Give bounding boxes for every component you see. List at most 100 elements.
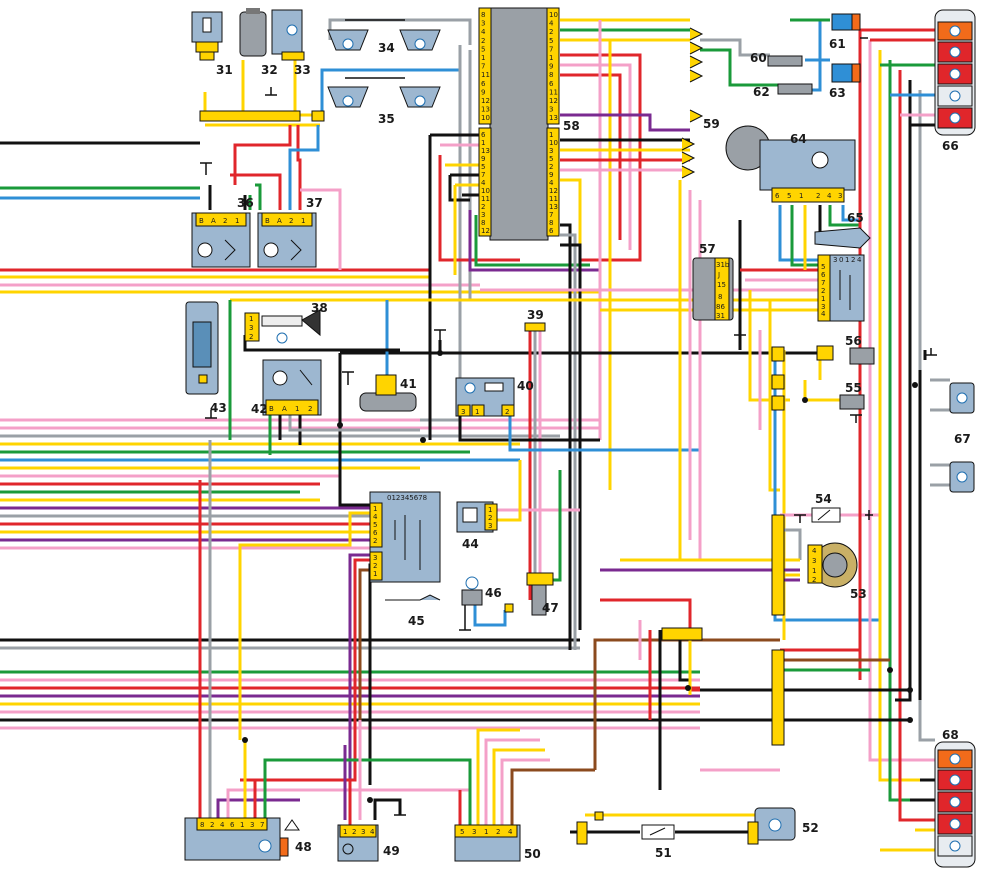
svg-text:3: 3: [361, 828, 365, 836]
block58-pin-label: 1: [481, 139, 485, 147]
label-50: 50: [524, 847, 541, 861]
label-65: 65: [847, 211, 864, 225]
component-45-switch-block: 012345678 1 4 5 6 2 3 2 1 45: [369, 491, 441, 628]
svg-text:7: 7: [821, 279, 825, 287]
block58-pin-label: 6: [549, 227, 554, 235]
label-66: 66: [942, 139, 959, 153]
component-68-rear-light: 68: [934, 728, 976, 868]
svg-text:8: 8: [718, 293, 722, 301]
component-48-hazard-switch: 8 2 4 6 1 3 7 48: [184, 817, 312, 861]
component-61-lamp: 61: [829, 13, 861, 51]
svg-text:31b: 31b: [716, 261, 730, 269]
svg-text:5: 5: [787, 192, 791, 200]
block58-pin-label: 6: [481, 131, 486, 139]
block58-pin-label: 8: [549, 219, 553, 227]
block58-pin-label: 3: [549, 147, 553, 155]
block58-pin-label: 5: [481, 45, 485, 53]
svg-text:4: 4: [373, 513, 378, 521]
svg-text:4: 4: [220, 821, 225, 829]
component-64-wiper-motor: 6 5 1 2 4 3 64: [725, 125, 856, 203]
svg-text:3: 3: [821, 303, 825, 311]
svg-text:6: 6: [373, 529, 378, 537]
block58-pin-label: 13: [549, 203, 558, 211]
component-57-relay: 31b J 15 8 86 31 57: [692, 242, 734, 321]
block58-pin-label: 11: [481, 71, 490, 79]
component-62-sensor: 62: [753, 83, 813, 99]
block58-pin-label: 9: [481, 88, 485, 96]
svg-text:3: 3: [249, 324, 253, 332]
label-32: 32: [261, 63, 278, 77]
component-55-sensor: 55: [839, 381, 865, 410]
svg-text:012345678: 012345678: [387, 494, 427, 502]
svg-text:1: 1: [845, 256, 849, 264]
svg-text:6: 6: [821, 271, 826, 279]
svg-text:4: 4: [370, 828, 375, 836]
svg-text:2: 2: [249, 333, 253, 341]
label-35: 35: [378, 112, 395, 126]
junction-dots: [242, 350, 918, 803]
block58-pin-label: 10: [549, 11, 558, 19]
svg-text:2: 2: [373, 537, 377, 545]
svg-text:4: 4: [827, 192, 832, 200]
label-47: 47: [542, 601, 559, 615]
block58-pin-label: 7: [549, 211, 553, 219]
svg-text:2: 2: [821, 287, 825, 295]
svg-text:4: 4: [821, 310, 826, 318]
svg-text:2: 2: [289, 217, 293, 225]
svg-text:3: 3: [250, 821, 254, 829]
svg-text:3: 3: [488, 522, 492, 530]
block58-pin-label: 10: [481, 187, 490, 195]
svg-text:B: B: [265, 217, 270, 225]
label-62: 62: [753, 85, 770, 99]
component-37-relay: B A 2 1 37: [257, 196, 323, 268]
svg-text:J: J: [717, 271, 720, 279]
svg-text:1: 1: [373, 570, 377, 578]
block58-pin-label: 8: [481, 219, 485, 227]
label-37: 37: [306, 196, 323, 210]
label-39: 39: [527, 308, 544, 322]
svg-text:4: 4: [857, 256, 862, 264]
label-41: 41: [400, 377, 417, 391]
block58-pin-label: 11: [549, 88, 558, 96]
svg-text:2: 2: [210, 821, 214, 829]
label-59: 59: [703, 117, 720, 131]
svg-text:A: A: [282, 405, 287, 413]
svg-text:A: A: [211, 217, 216, 225]
block58-pin-label: 2: [549, 163, 553, 171]
block58-pin-label: 13: [481, 147, 490, 155]
label-46: 46: [485, 586, 502, 600]
svg-text:1: 1: [235, 217, 239, 225]
component-39-terminal: 39: [524, 308, 546, 332]
block58-pin-label: 9: [481, 155, 485, 163]
svg-text:1: 1: [301, 217, 305, 225]
svg-text:2: 2: [308, 405, 312, 413]
label-31: 31: [216, 63, 233, 77]
ground-symbols: [200, 37, 937, 816]
component-32-relay: 32: [239, 8, 278, 77]
component-67-plate-lamps: 67: [949, 382, 975, 493]
svg-text:3: 3: [833, 256, 837, 264]
component-53-sender: 4 3 1 2 53: [807, 542, 867, 601]
fuse-bus-connector-small: [311, 110, 325, 122]
svg-text:1: 1: [488, 506, 492, 514]
component-36-relay: B A 2 1 36: [191, 196, 254, 268]
svg-text:B: B: [199, 217, 204, 225]
svg-text:86: 86: [716, 303, 725, 311]
label-53: 53: [850, 587, 867, 601]
component-63-lamp: 63: [829, 63, 861, 100]
svg-text:6: 6: [230, 821, 235, 829]
svg-text:2: 2: [812, 576, 816, 584]
label-55: 55: [845, 381, 862, 395]
svg-text:1: 1: [373, 505, 377, 513]
block58-pin-label: 12: [549, 187, 558, 195]
svg-text:5: 5: [373, 521, 377, 529]
svg-text:2: 2: [851, 256, 855, 264]
component-40-sensor: 3 1 2 40: [455, 377, 534, 417]
block58-pin-label: 10: [549, 139, 558, 147]
block58-pin-label: 11: [549, 195, 558, 203]
component-65-wiper-switch: 65 3 0 1 2 4 5 6 7 2 1 3 4: [814, 211, 871, 322]
svg-text:2: 2: [373, 562, 377, 570]
svg-text:1: 1: [812, 567, 816, 575]
label-54: 54: [815, 492, 832, 506]
svg-text:1: 1: [484, 828, 488, 836]
